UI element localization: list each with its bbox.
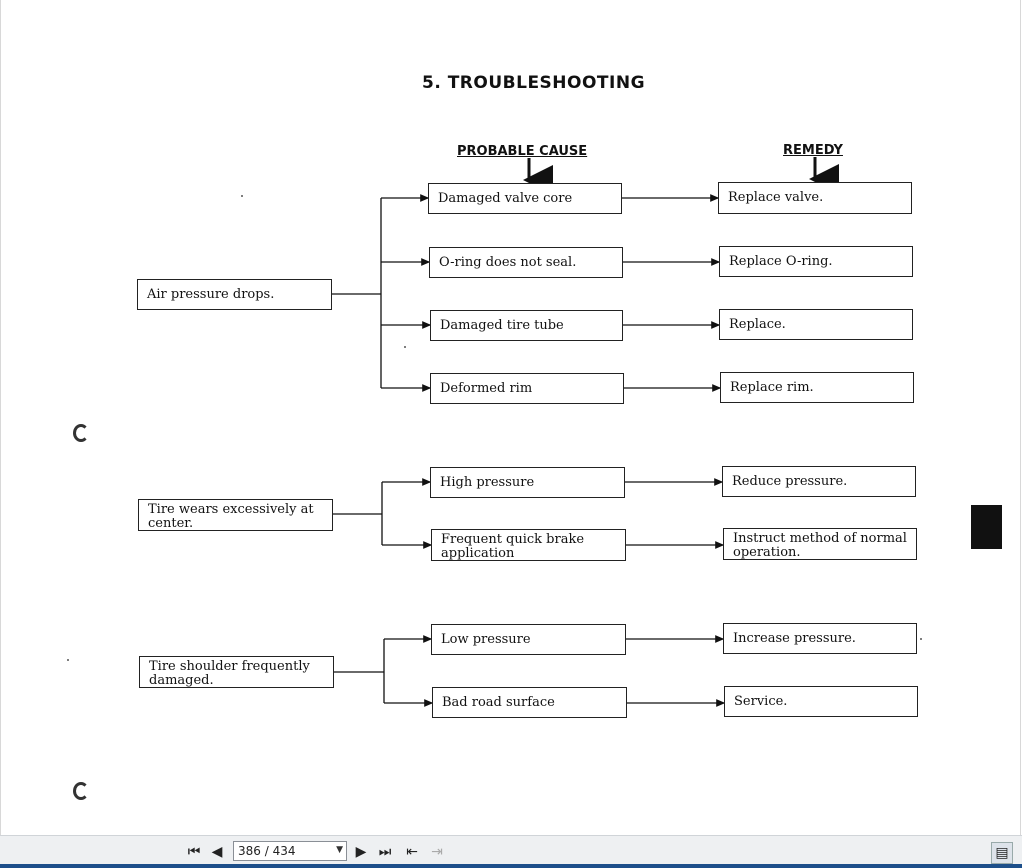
cause-box: Bad road surface xyxy=(432,687,627,718)
remedy-box: Reduce pressure. xyxy=(722,466,916,497)
previous-page-icon[interactable]: ◀ xyxy=(211,844,223,860)
page-view-icon[interactable]: ▤ xyxy=(991,842,1013,864)
remedy-box: Replace rim. xyxy=(720,372,914,403)
previous-view-icon[interactable]: ⇤ xyxy=(406,844,418,860)
chevron-down-icon[interactable]: ▼ xyxy=(336,845,343,855)
next-page-icon[interactable]: ▶ xyxy=(355,844,367,860)
cause-box: Deformed rim xyxy=(430,373,624,404)
symptom-box: Air pressure drops. xyxy=(137,279,332,310)
page-title: 5. TROUBLESHOOTING xyxy=(422,73,646,93)
remedy-box: Replace O-ring. xyxy=(719,246,913,277)
symptom-box: Tire shoulder frequently damaged. xyxy=(139,656,334,688)
cause-box: Damaged valve core xyxy=(428,183,622,214)
scan-speck xyxy=(67,659,69,661)
cause-box: O-ring does not seal. xyxy=(429,247,623,278)
viewer-toolbar: ⏮ ◀ 386 / 434 ▼ ▶ ⏭ ⇤ ⇥ ▤ xyxy=(0,835,1022,868)
last-page-icon[interactable]: ⏭ xyxy=(378,844,392,860)
page-indicator: 386 / 434 xyxy=(238,844,296,858)
cause-box: Damaged tire tube xyxy=(430,310,623,341)
next-view-icon[interactable]: ⇥ xyxy=(431,844,443,860)
cause-box: Low pressure xyxy=(431,624,626,655)
first-page-icon[interactable]: ⏮ xyxy=(187,844,201,860)
scan-speck xyxy=(241,195,243,197)
remedy-box: Replace valve. xyxy=(718,182,912,214)
symptom-box: Tire wears excessively at center. xyxy=(138,499,333,531)
remedy-box: Increase pressure. xyxy=(723,623,917,654)
scan-speck xyxy=(404,346,406,348)
probable-cause-header: PROBABLE CAUSE xyxy=(457,144,588,159)
flowchart-connectors xyxy=(332,157,839,707)
remedy-box: Instruct method of normal operation. xyxy=(723,528,917,560)
taskbar-strip xyxy=(0,864,1022,868)
scan-speck xyxy=(920,638,922,640)
document-page: 5. TROUBLESHOOTING PROBABLE CAUSE REMEDY xyxy=(0,0,1021,835)
page-number-field[interactable]: 386 / 434 ▼ xyxy=(233,841,347,861)
remedy-box: Service. xyxy=(724,686,918,717)
binder-hole-mark xyxy=(73,782,89,800)
section-thumb-tab xyxy=(971,505,1002,549)
remedy-header: REMEDY xyxy=(783,143,843,158)
binder-hole-mark xyxy=(73,424,89,442)
remedy-box: Replace. xyxy=(719,309,913,340)
cause-box: Frequent quick brake application xyxy=(431,529,626,561)
cause-box: High pressure xyxy=(430,467,625,498)
